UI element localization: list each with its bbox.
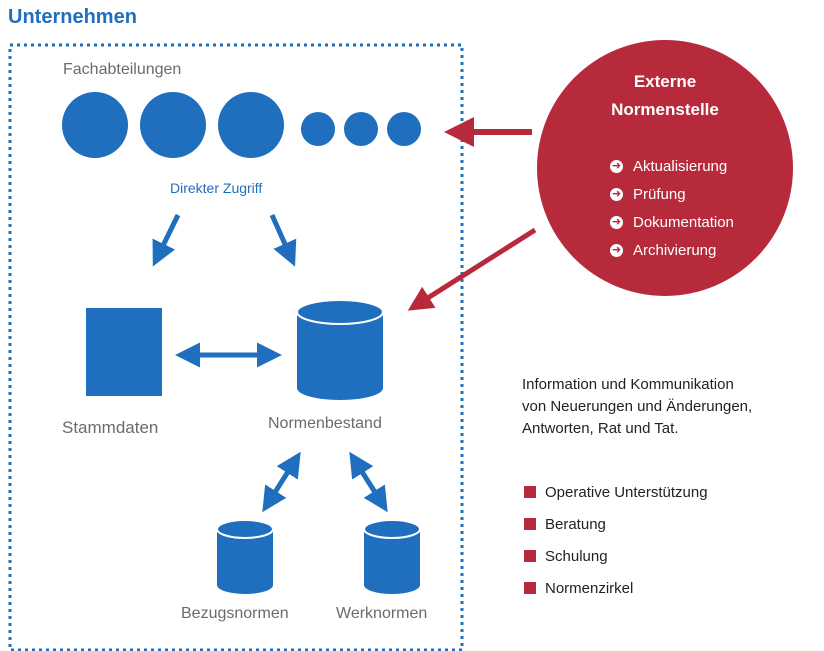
direct-access-arrow-right: [269, 213, 297, 267]
departments-label: Fachabteilungen: [63, 61, 182, 78]
department-circle: [140, 92, 206, 158]
page-title: Unternehmen: [8, 6, 137, 28]
external-title-line1: Externe: [633, 72, 697, 91]
external-task-label: Dokumentation: [633, 213, 734, 231]
reference-standards-database-icon: [216, 519, 274, 594]
reference-link-arrow: [262, 451, 301, 513]
arrow-circle-icon: ➜: [610, 159, 623, 173]
master-data-icon: [86, 308, 162, 396]
department-circle: [387, 112, 421, 146]
department-circles: [62, 92, 421, 158]
service-item: Schulung: [524, 540, 708, 572]
service-list: Operative Unterstützung Beratung Schulun…: [524, 476, 708, 604]
department-circle: [344, 112, 378, 146]
red-square-bullet-icon: [524, 518, 536, 530]
factory-standards-database-icon: [363, 519, 421, 594]
arrow-circle-icon: ➜: [610, 243, 623, 257]
arrow-circle-icon: ➜: [610, 215, 623, 229]
direct-access-label: Direkter Zugriff: [170, 180, 263, 196]
info-line: Information und Kommunikation: [522, 376, 734, 393]
external-to-stock-arrow: [407, 227, 537, 311]
external-task-item: ➜ Prüfung: [610, 180, 734, 208]
external-title-line2: Normenstelle: [611, 100, 719, 119]
standards-stock-database-icon: [296, 299, 384, 400]
service-label: Normenzirkel: [545, 579, 634, 597]
external-task-label: Prüfung: [633, 185, 686, 203]
external-task-item: ➜ Aktualisierung: [610, 152, 734, 180]
external-task-label: Archivierung: [633, 241, 717, 259]
department-circle: [301, 112, 335, 146]
info-line: von Neuerungen und Änderungen,: [522, 398, 753, 415]
service-label: Beratung: [545, 515, 606, 533]
department-circle: [218, 92, 284, 158]
factory-link-arrow: [349, 451, 388, 513]
external-task-item: ➜ Dokumentation: [610, 208, 734, 236]
factory-standards-label: Werknormen: [336, 605, 428, 622]
master-data-label: Stammdaten: [62, 418, 159, 437]
info-text: Information und Kommunikation von Neueru…: [522, 374, 752, 440]
external-task-item: ➜ Archivierung: [610, 236, 734, 264]
department-circle: [62, 92, 128, 158]
external-task-label: Aktualisierung: [633, 157, 728, 175]
external-standards-circle: [537, 40, 793, 296]
direct-access-arrow-left: [152, 213, 181, 267]
red-square-bullet-icon: [524, 486, 536, 498]
external-title: Externe Normenstelle: [545, 68, 785, 124]
standards-stock-label: Normenbestand: [268, 415, 382, 432]
service-label: Operative Unterstützung: [545, 483, 708, 501]
service-label: Schulung: [545, 547, 608, 565]
red-square-bullet-icon: [524, 550, 536, 562]
external-task-list: ➜ Aktualisierung ➜ Prüfung ➜ Dokumentati…: [610, 152, 734, 264]
service-item: Beratung: [524, 508, 708, 540]
info-line: Antworten, Rat und Tat.: [522, 420, 679, 437]
arrow-circle-icon: ➜: [610, 187, 623, 201]
service-item: Normenzirkel: [524, 572, 708, 604]
red-square-bullet-icon: [524, 582, 536, 594]
service-item: Operative Unterstützung: [524, 476, 708, 508]
reference-standards-label: Bezugsnormen: [181, 605, 289, 622]
company-boundary: [8, 43, 464, 651]
